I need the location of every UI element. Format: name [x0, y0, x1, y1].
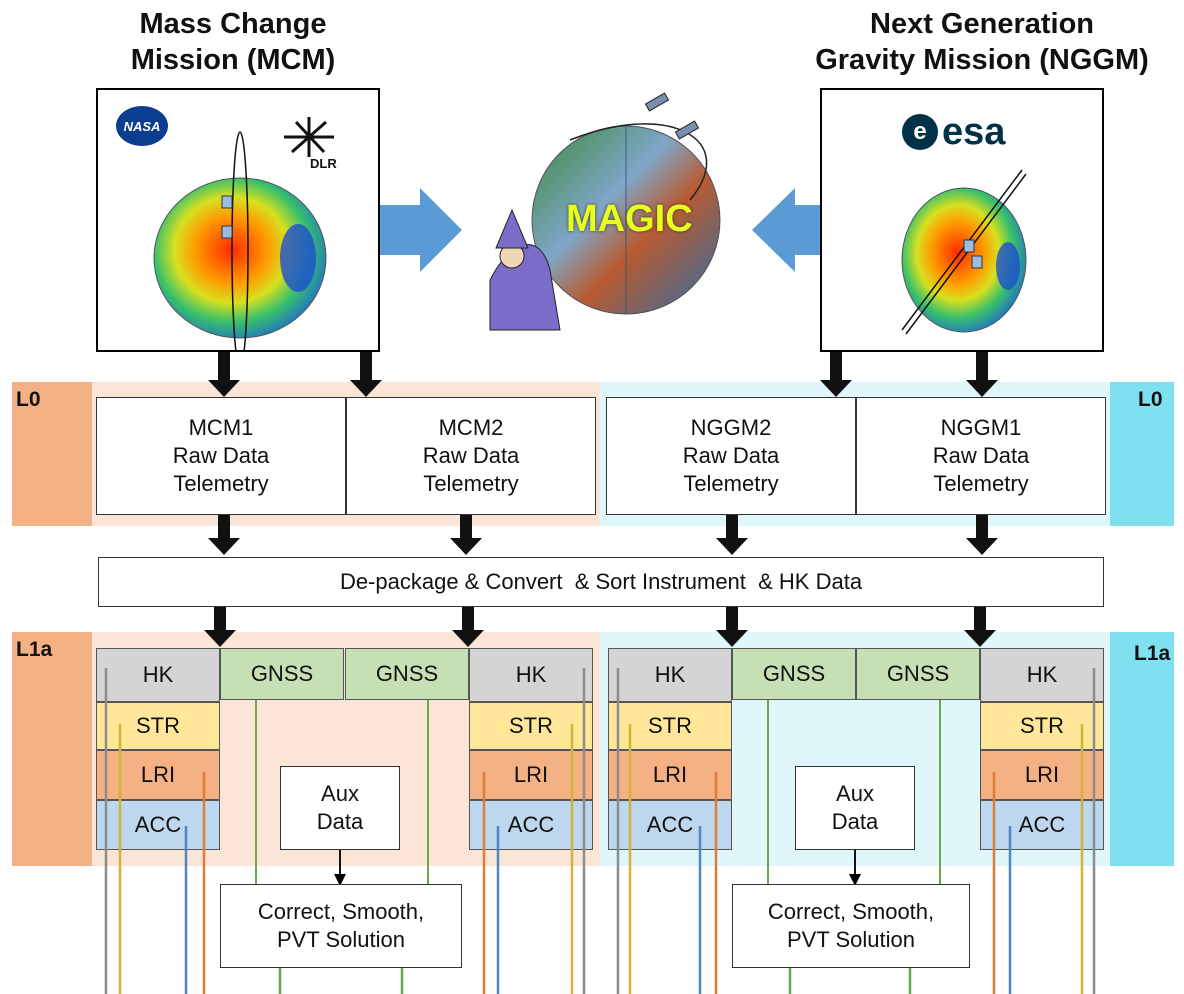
depackage-to-instrument-arrows: [204, 607, 996, 647]
mcm-correct-line1: Correct, Smooth,: [257, 899, 425, 924]
nggm1-telemetry: Telemetry: [933, 471, 1029, 496]
nggm2-raw-data: Raw Data: [682, 443, 780, 468]
esa-logo: e esa: [902, 110, 1005, 154]
mcm1-acc-cell: ACC: [96, 800, 220, 850]
magic-label: MAGIC: [566, 198, 693, 240]
l0-band-cyan: [1110, 382, 1174, 526]
nggm1-acc-cell: ACC: [980, 800, 1104, 850]
mcm1-lri-cell: LRI: [96, 750, 220, 800]
depackage-box: De-package & Convert & Sort Instrument &…: [98, 557, 1104, 607]
mcm2-hk-cell: HK: [469, 648, 593, 702]
nggm-aux-line2: Data: [831, 809, 879, 834]
magic-illustration: MAGIC: [450, 80, 750, 356]
nggm-image-panel: e esa: [820, 88, 1104, 352]
panel-to-raw-arrows: [208, 352, 998, 397]
mcm1-str-cell: STR: [96, 702, 220, 750]
nggm-title-line2: Gravity Mission (NGGM): [815, 44, 1149, 76]
mcm-aux-line1: Aux: [321, 781, 359, 806]
nggm2-str-cell: STR: [608, 702, 732, 750]
esa-logo-text: esa: [942, 110, 1006, 153]
mcm-aux-box: Aux Data: [280, 766, 400, 850]
nggm1-raw-box: NGGM1 Raw Data Telemetry: [856, 397, 1106, 515]
nggm1-name: NGGM1: [940, 415, 1022, 440]
mcm1-name: MCM1: [188, 415, 254, 440]
nggm-title-line1: Next Generation: [870, 8, 1094, 40]
nggm2-acc-cell: ACC: [608, 800, 732, 850]
mcm2-raw-box: MCM2 Raw Data Telemetry: [346, 397, 596, 515]
mcm-title-line2: Mission (MCM): [130, 44, 336, 76]
mcm-correct-line2: PVT Solution: [276, 927, 405, 952]
mcm-title-line1: Mass Change: [139, 8, 327, 40]
nggm-correct-line2: PVT Solution: [786, 927, 915, 952]
nggm-correct-box: Correct, Smooth, PVT Solution: [732, 884, 970, 968]
mcm1-telemetry: Telemetry: [173, 471, 269, 496]
nggm1-hk-cell: HK: [980, 648, 1104, 702]
nggm2-raw-box: NGGM2 Raw Data Telemetry: [606, 397, 856, 515]
left-blue-arrow: [380, 188, 462, 272]
dlr-logo: DLR: [274, 112, 344, 172]
nggm2-hk-cell: HK: [608, 648, 732, 702]
nggm1-raw-data: Raw Data: [932, 443, 1030, 468]
mcm-title: Mass Change Mission (MCM): [88, 6, 378, 78]
mcm-correct-box: Correct, Smooth, PVT Solution: [220, 884, 462, 968]
l1a-label-right: L1a: [1134, 642, 1171, 665]
nggm2-lri-cell: LRI: [608, 750, 732, 800]
l1a-band-orange: [12, 632, 92, 866]
nasa-logo: NASA: [116, 106, 168, 146]
mcm1-hk-cell: HK: [96, 648, 220, 702]
mcm-image-panel: NASA DLR: [96, 88, 380, 369]
nggm-globe-illustration: [901, 169, 1027, 335]
esa-mark-icon: e: [902, 114, 938, 150]
mcm-globe-illustration: [153, 131, 327, 369]
mcm-aux-line2: Data: [316, 809, 364, 834]
mcm2-gnss-cell: GNSS: [345, 648, 469, 700]
mcm1-raw-data: Raw Data: [172, 443, 270, 468]
mcm2-telemetry: Telemetry: [423, 471, 519, 496]
nggm2-name: NGGM2: [690, 415, 772, 440]
l0-label-left: L0: [16, 388, 41, 411]
dlr-mark-icon: [284, 117, 334, 157]
raw-to-depackage-arrows: [208, 515, 998, 555]
l0-band-orange: [12, 382, 92, 526]
nggm1-gnss-cell: GNSS: [856, 648, 980, 700]
nggm-aux-line1: Aux: [836, 781, 874, 806]
nggm-correct-line1: Correct, Smooth,: [767, 899, 935, 924]
right-blue-arrow: [752, 188, 820, 272]
mcm1-raw-box: MCM1 Raw Data Telemetry: [96, 397, 346, 515]
nasa-logo-text: NASA: [123, 118, 161, 134]
l1a-band-cyan: [1110, 632, 1174, 866]
mcm2-raw-data: Raw Data: [422, 443, 520, 468]
nggm-aux-box: Aux Data: [795, 766, 915, 850]
dlr-logo-text: DLR: [310, 156, 337, 171]
nggm-title: Next Generation Gravity Mission (NGGM): [780, 6, 1184, 78]
mcm2-name: MCM2: [438, 415, 504, 440]
l0-label-right: L0: [1138, 388, 1163, 411]
nggm1-lri-cell: LRI: [980, 750, 1104, 800]
nggm2-telemetry: Telemetry: [683, 471, 779, 496]
magic-globe-icon: [489, 92, 721, 331]
nggm2-gnss-cell: GNSS: [732, 648, 856, 700]
mcm1-gnss-cell: GNSS: [220, 648, 344, 700]
nggm1-str-cell: STR: [980, 702, 1104, 750]
l1a-label-left: L1a: [16, 638, 53, 661]
